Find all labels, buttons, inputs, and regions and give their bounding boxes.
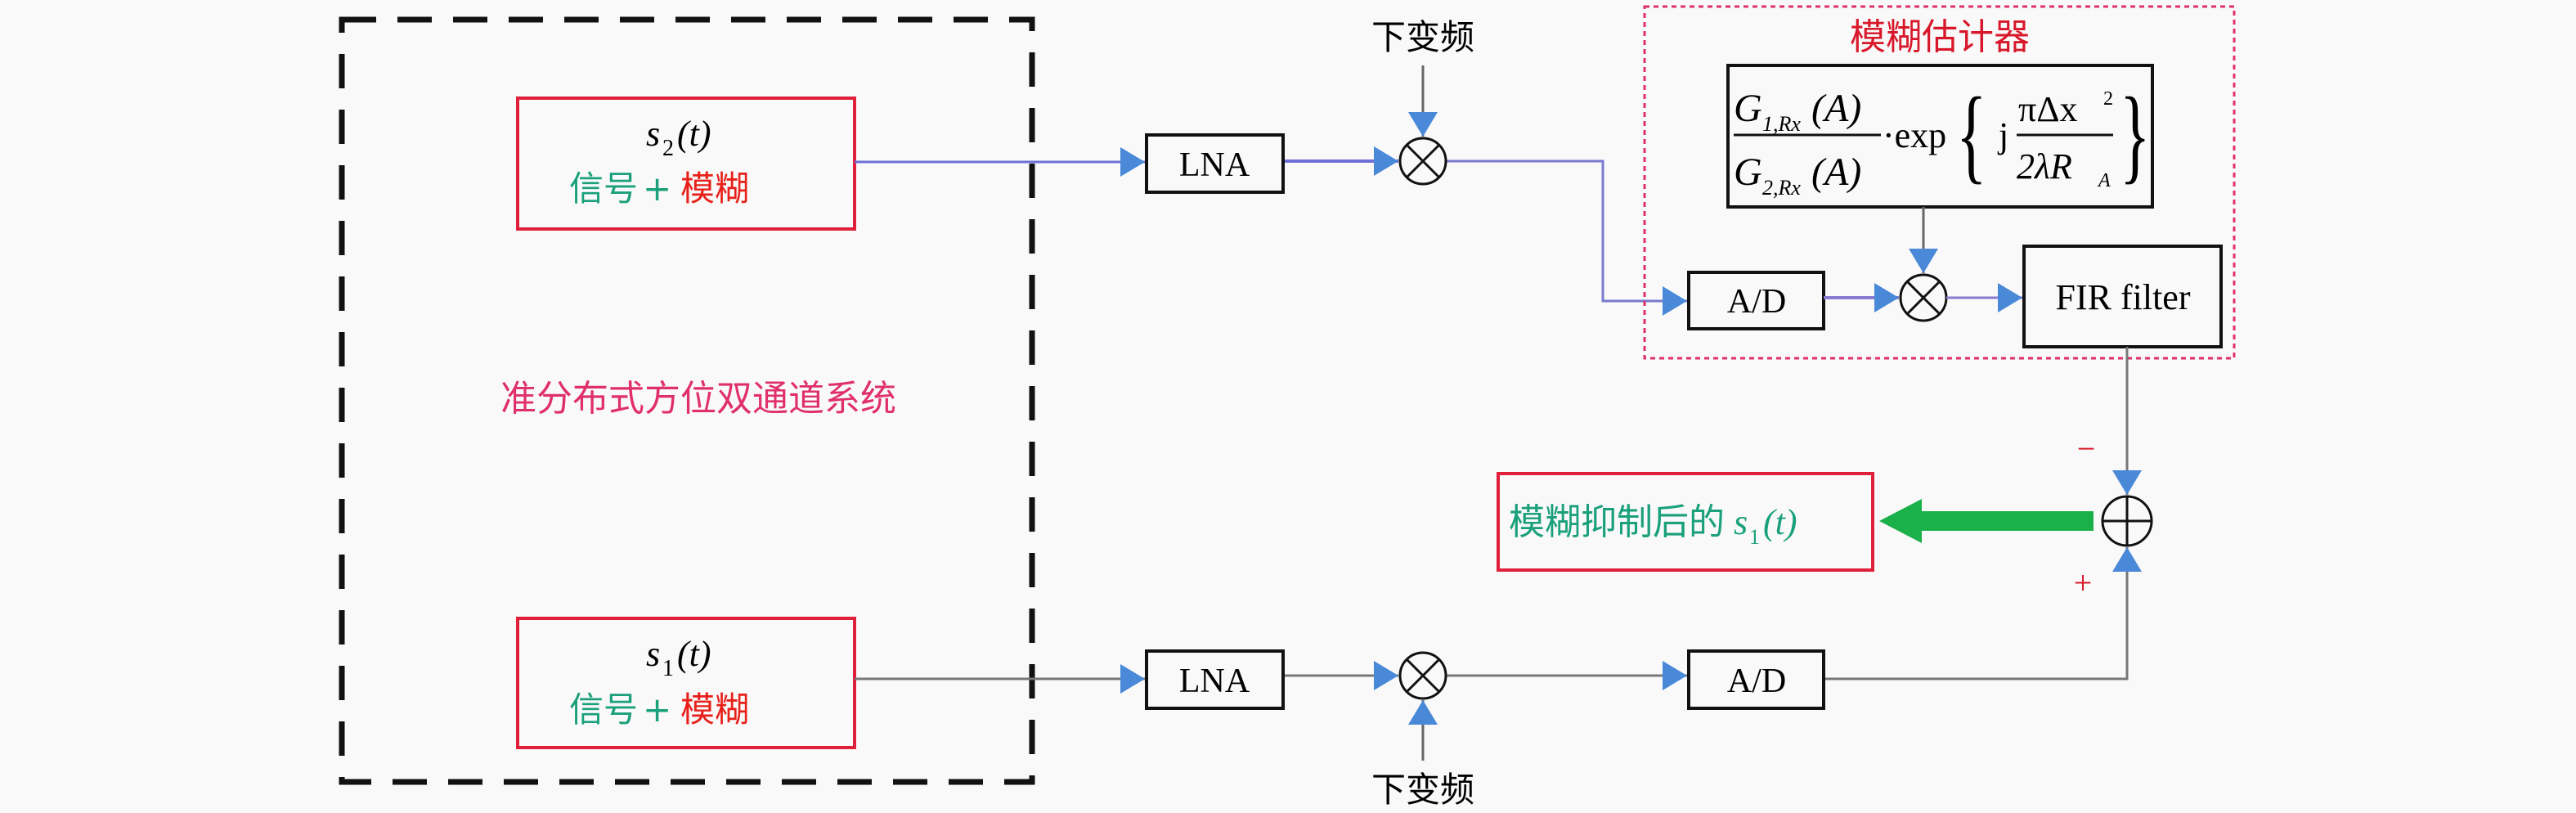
lna-top-block: LNA: [1145, 133, 1285, 194]
ad-top-block: A/D: [1687, 271, 1825, 330]
formula-text: {: [1956, 76, 1986, 194]
channel2-box: s 2 (t) 信号 + 模糊: [516, 97, 856, 231]
formula-text: 2,Rx: [1762, 176, 1801, 200]
ambiguity-label: 模糊: [680, 168, 749, 209]
system-boundary: [339, 16, 1035, 785]
signal-symbol: s: [646, 634, 660, 674]
ad-label: A/D: [1727, 283, 1786, 321]
signal-label: 信号: [569, 168, 638, 209]
mixer-top: [1398, 137, 1447, 186]
signal-arg: (t): [1763, 502, 1797, 542]
signal-symbol: s: [646, 114, 660, 154]
formula-text: ·exp: [1883, 115, 1946, 155]
lna-label: LNA: [1179, 146, 1250, 184]
formula-box: G 1,Rx (A) G 2,Rx (A) ·exp { j πΔx 2 2λR…: [1726, 64, 2154, 209]
signal-arg: (t): [677, 114, 711, 154]
connector: [1446, 159, 1687, 316]
formula-text: πΔx: [2018, 89, 2078, 129]
signal-label: 信号: [569, 689, 638, 730]
formula-text: 1,Rx: [1762, 112, 1801, 136]
adder: [2101, 495, 2153, 547]
fir-label: FIR filter: [2056, 277, 2191, 317]
formula-text: 2λR: [2017, 146, 2072, 186]
downconvert-bottom-label: 下变频: [1371, 770, 1474, 810]
formula-text: }: [2120, 76, 2150, 194]
lna-label: LNA: [1179, 663, 1250, 700]
formula-text: G: [1734, 150, 1762, 194]
minus-sign: −: [2077, 430, 2096, 467]
plus-label: +: [643, 168, 671, 209]
signal-subscript: 1: [1749, 525, 1760, 549]
signal-symbol: s: [1734, 502, 1748, 542]
connector: [1824, 547, 2142, 680]
formula-text: (A): [1811, 150, 1861, 194]
downconvert-top-label: 下变频: [1371, 17, 1474, 57]
mixer-estimator: [1899, 273, 1948, 322]
signal-subscript: 1: [662, 656, 674, 681]
ambiguity-label: 模糊: [680, 689, 749, 730]
fir-filter-block: FIR filter: [2022, 245, 2223, 348]
channel1-box: s 1 (t) 信号 + 模糊: [516, 617, 856, 749]
formula-text: A: [2097, 170, 2111, 191]
plus-label: +: [643, 689, 671, 730]
plus-sign: +: [2074, 564, 2093, 601]
signal-arg: (t): [677, 634, 711, 674]
ad-bottom-block: A/D: [1687, 649, 1825, 710]
estimator-boundary: [1643, 5, 2236, 360]
output-box: 模糊抑制后的 s 1 (t): [1497, 472, 1874, 572]
formula-text: 2: [2103, 88, 2113, 110]
formula-text: (A): [1811, 87, 1861, 130]
formula-text: j: [1997, 115, 2008, 155]
signal-subscript: 2: [662, 136, 674, 161]
estimator-title: 模糊估计器: [1850, 16, 2030, 58]
output-arrow: [1879, 499, 2094, 543]
mixer-bottom: [1398, 651, 1447, 700]
lna-bottom-block: LNA: [1145, 649, 1285, 710]
formula-text: G: [1734, 87, 1762, 130]
ad-label: A/D: [1727, 663, 1786, 700]
output-label: 模糊抑制后的: [1509, 501, 1725, 543]
system-label: 准分布式方位双通道系统: [500, 378, 896, 420]
